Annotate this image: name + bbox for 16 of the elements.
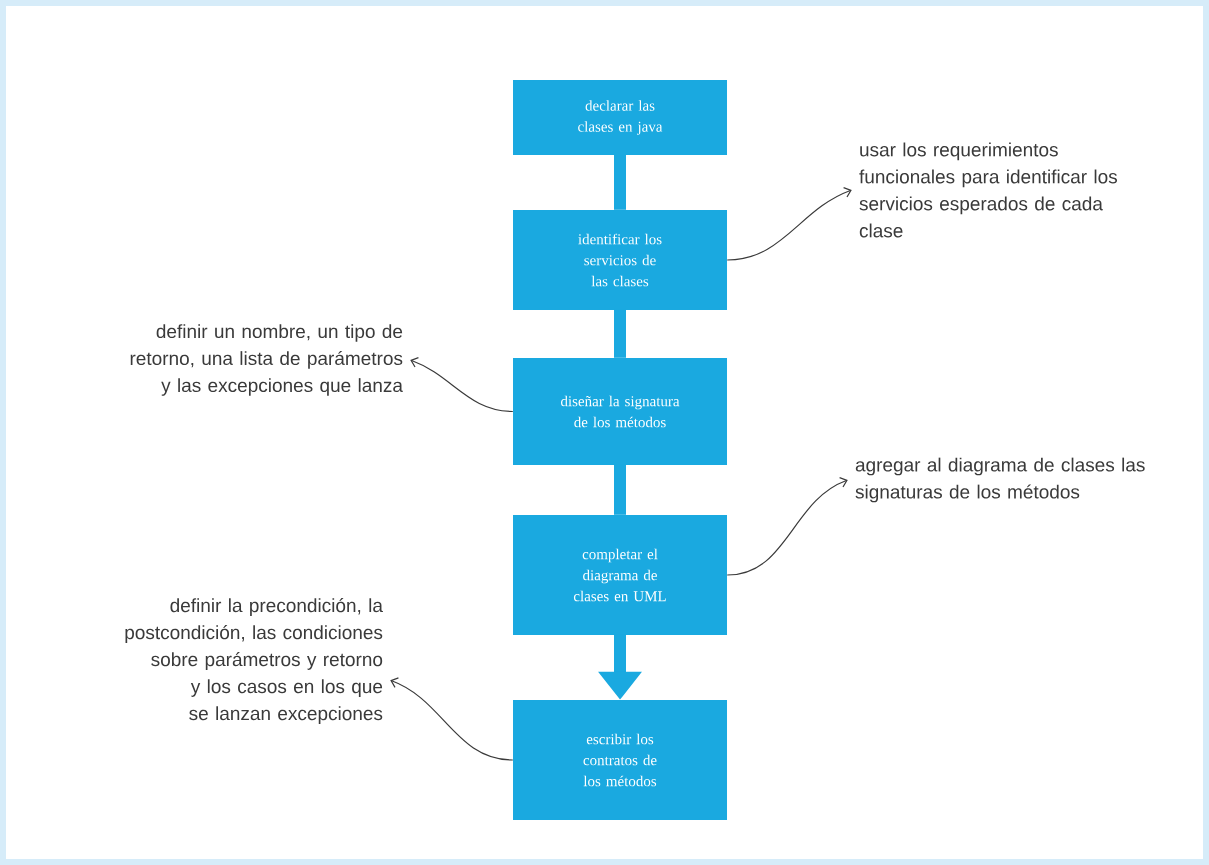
curved-arrow [726,477,848,576]
process-box: identificar los servicios de las clases [513,210,727,310]
annotation-text: definir un nombre, un tipo de retorno, una lista de parámetros y las excepciones que lanza [130,324,403,396]
curved-arrow [410,357,514,413]
annotation-text: agregar al diagrama de clases las signaturas de los métodos [855,457,1145,503]
curved-arrow [390,677,514,761]
curved-arrow [726,187,852,261]
process-box: completar el diagrama de clases en UML [513,515,727,635]
process-box: declarar las clases en java [513,80,727,155]
annotation-text: usar los requerimientos funcionales para identificar los servicios esperados de cada clase [859,142,1117,238]
connector-line [614,464,626,515]
connector-line [614,309,626,358]
connector-line [614,154,626,210]
process-box: diseñar la signatura de los métodos [513,358,727,465]
process-box: escribir los contratos de los métodos [513,700,727,820]
annotation-text: definir la precondición, la postcondición, las condiciones sobre parámetros y retorno y los casos en los que se lanzan excepciones [125,598,383,724]
